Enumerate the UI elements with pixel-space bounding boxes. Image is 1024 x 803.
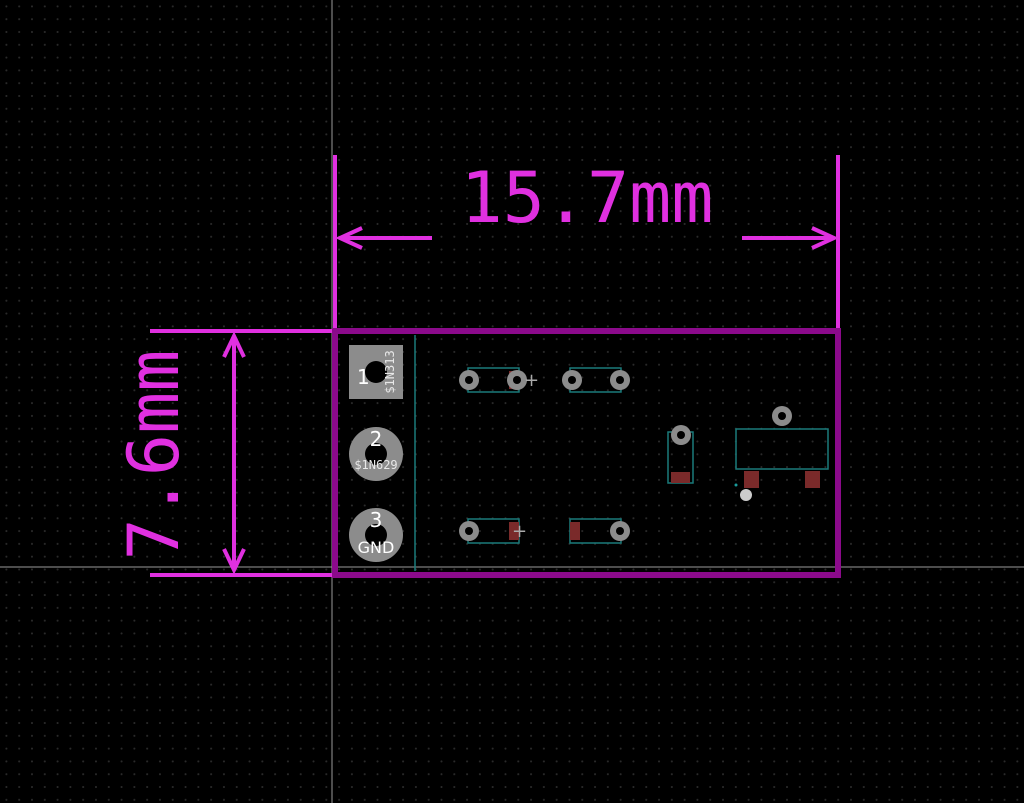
pin-net-label: $1N629: [354, 458, 397, 472]
board-outline[interactable]: [332, 328, 841, 578]
pin-number: 2: [370, 427, 383, 451]
connector-pin-3[interactable]: 3 GND: [349, 508, 403, 562]
small-marker-dot: [734, 483, 738, 487]
pin1-marker-dot: [740, 489, 752, 501]
height-dimension[interactable]: 7.6mm: [113, 329, 335, 577]
polarity-plus-icon: +: [512, 521, 527, 542]
transistor-sot23[interactable]: [734, 406, 829, 501]
pin-net-label: $1N313: [383, 350, 397, 393]
pin-number: 1: [357, 365, 370, 389]
resistor-top-right[interactable]: [562, 367, 630, 393]
width-dimension[interactable]: 15.7mm: [333, 155, 840, 330]
pin-net-label: GND: [358, 538, 395, 557]
connector-pin-1[interactable]: 1 $1N313: [349, 345, 403, 399]
capacitor-vertical[interactable]: [667, 425, 694, 484]
resistor-top-left[interactable]: +: [459, 367, 539, 393]
resistor-bottom-right[interactable]: [569, 518, 630, 544]
resistor-bottom-left[interactable]: +: [459, 518, 527, 544]
polarity-plus-icon: +: [524, 370, 539, 391]
height-dimension-label: 7.6mm: [113, 350, 195, 561]
pin-number: 3: [370, 508, 383, 532]
connector-pin-2[interactable]: 2 $1N629: [349, 427, 403, 481]
width-dimension-label: 15.7mm: [461, 157, 714, 239]
